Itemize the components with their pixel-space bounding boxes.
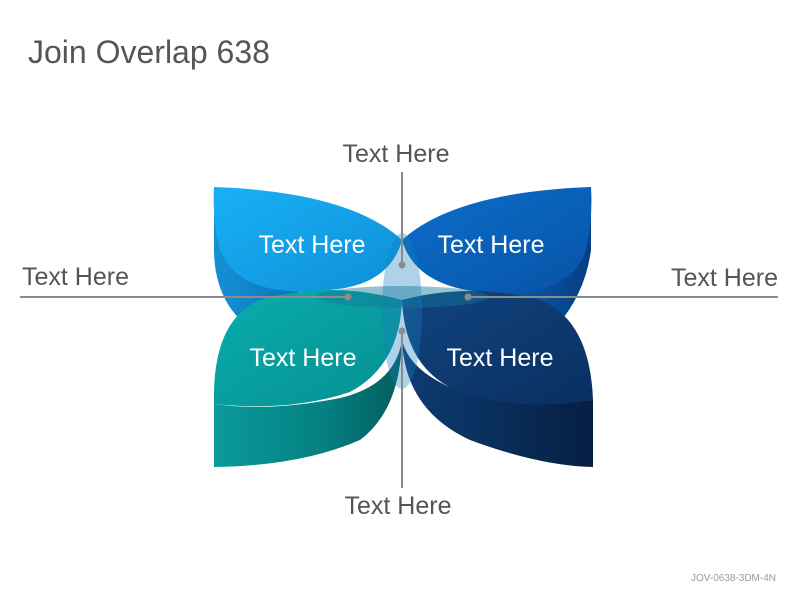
petal-bottom-right-face bbox=[402, 291, 593, 405]
petal-bottom-right-side bbox=[402, 340, 593, 467]
petal-top-right[interactable] bbox=[402, 187, 592, 328]
callout-top[interactable]: Text Here bbox=[343, 140, 450, 168]
callout-left[interactable]: Text Here bbox=[22, 263, 129, 291]
callout-bottom[interactable]: Text Here bbox=[345, 492, 452, 520]
footer-code: JOV-0638-3DM-4N bbox=[690, 573, 776, 584]
petal-bottom-left-label[interactable]: Text Here bbox=[250, 344, 357, 372]
petal-top-left[interactable] bbox=[213, 187, 402, 328]
petal-bottom-left-side bbox=[214, 340, 402, 467]
anchor-dot-right bbox=[464, 293, 472, 301]
callout-right[interactable]: Text Here bbox=[671, 264, 778, 292]
petal-top-right-face bbox=[402, 187, 592, 294]
petal-top-left-face bbox=[213, 187, 402, 292]
petal-top-left-label[interactable]: Text Here bbox=[259, 231, 366, 259]
anchor-dot-top bbox=[398, 261, 406, 269]
petal-bottom-right[interactable] bbox=[402, 291, 593, 467]
anchor-dot-bottom bbox=[398, 327, 406, 335]
anchor-dot-left bbox=[344, 293, 352, 301]
center-overlap-horizontal bbox=[316, 286, 488, 308]
petal-top-right-label[interactable]: Text Here bbox=[438, 231, 545, 259]
petal-bottom-left-face bbox=[213, 290, 402, 407]
petal-bottom-right-label[interactable]: Text Here bbox=[447, 344, 554, 372]
slide-title: Join Overlap 638 bbox=[28, 34, 270, 70]
petal-bottom-left[interactable] bbox=[213, 290, 402, 467]
center-overlap bbox=[382, 233, 422, 389]
